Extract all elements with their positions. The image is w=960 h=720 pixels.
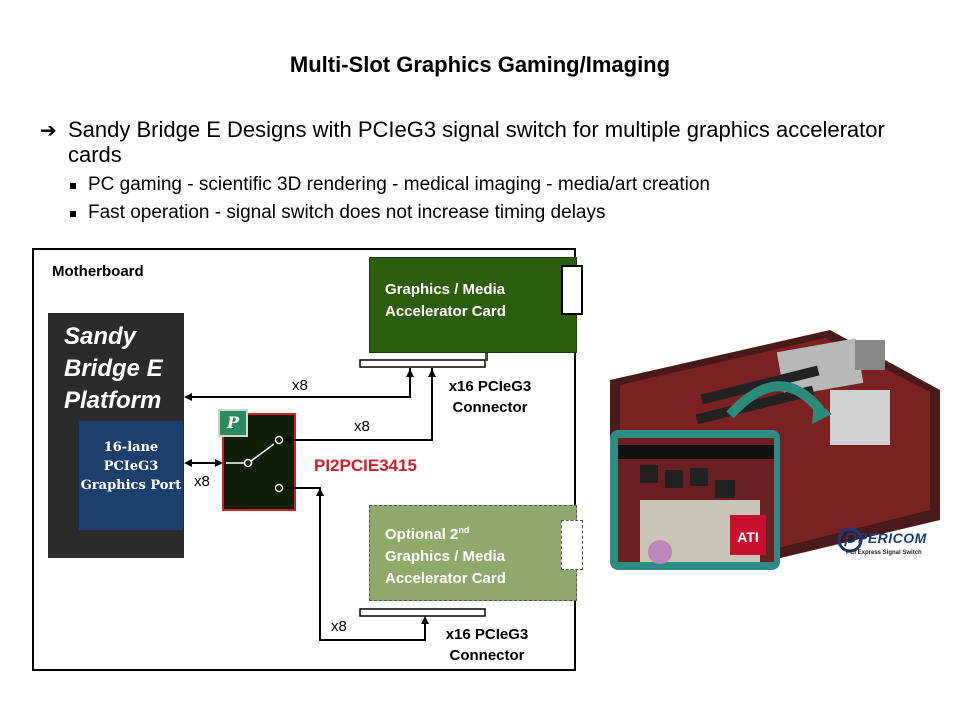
sub-bullet-1: PC gaming - scientific 3D rendering - me… <box>88 174 710 195</box>
connector-2-label: x16 PCIeG3 Connector <box>445 626 529 664</box>
lane-label: x8 <box>194 473 210 490</box>
graphics-card-1 <box>369 257 577 353</box>
motherboard-photo: ATI <box>610 330 940 570</box>
optional-graphics-card-2 <box>369 505 577 601</box>
pericom-tagline: PCI Express Signal Switch <box>846 550 922 556</box>
pericom-logo-icon <box>837 527 863 553</box>
pericom-brand-name: PERICOM <box>858 530 927 546</box>
connector-1-label: x16 PCIeG3 Connector <box>448 378 532 416</box>
svg-text:ATI: ATI <box>737 529 759 545</box>
lane-label: x8 <box>331 618 347 635</box>
connector-2-slot <box>359 608 486 617</box>
platform-label: Sandy Bridge E Platform <box>64 323 163 414</box>
connector-1-slot <box>359 359 486 368</box>
lane-switch-to-card2 <box>286 487 429 641</box>
square-bullet-icon <box>70 211 76 217</box>
pericom-chip-logo-icon: P <box>218 409 248 437</box>
graphics-port-label: 16-lane PCIeG3 Graphics Port <box>80 440 182 493</box>
sub-bullet-2: Fast operation - signal switch does not … <box>88 202 606 223</box>
switch-part-label: PI2PCIE3415 <box>314 456 418 475</box>
lane-label: x8 <box>354 418 370 435</box>
card-bracket-tab-dashed <box>561 520 583 570</box>
slide-title: Multi-Slot Graphics Gaming/Imaging <box>289 52 671 77</box>
lane-label: x8 <box>292 377 308 394</box>
arrow-bullet-icon: ➔ <box>40 120 57 142</box>
graphics-card-1-label: Graphics / Media Accelerator Card <box>385 281 506 320</box>
motherboard-label: Motherboard <box>52 263 144 280</box>
main-bullet-text: Sandy Bridge E Designs with PCIeG3 signa… <box>68 117 885 167</box>
graphics-port-block <box>79 421 183 530</box>
card-bracket-tab <box>561 265 583 315</box>
callout-arrow-icon <box>726 381 824 419</box>
connector-1-edge <box>485 353 488 361</box>
square-bullet-icon <box>70 183 76 189</box>
motherboard-frame <box>32 248 576 671</box>
